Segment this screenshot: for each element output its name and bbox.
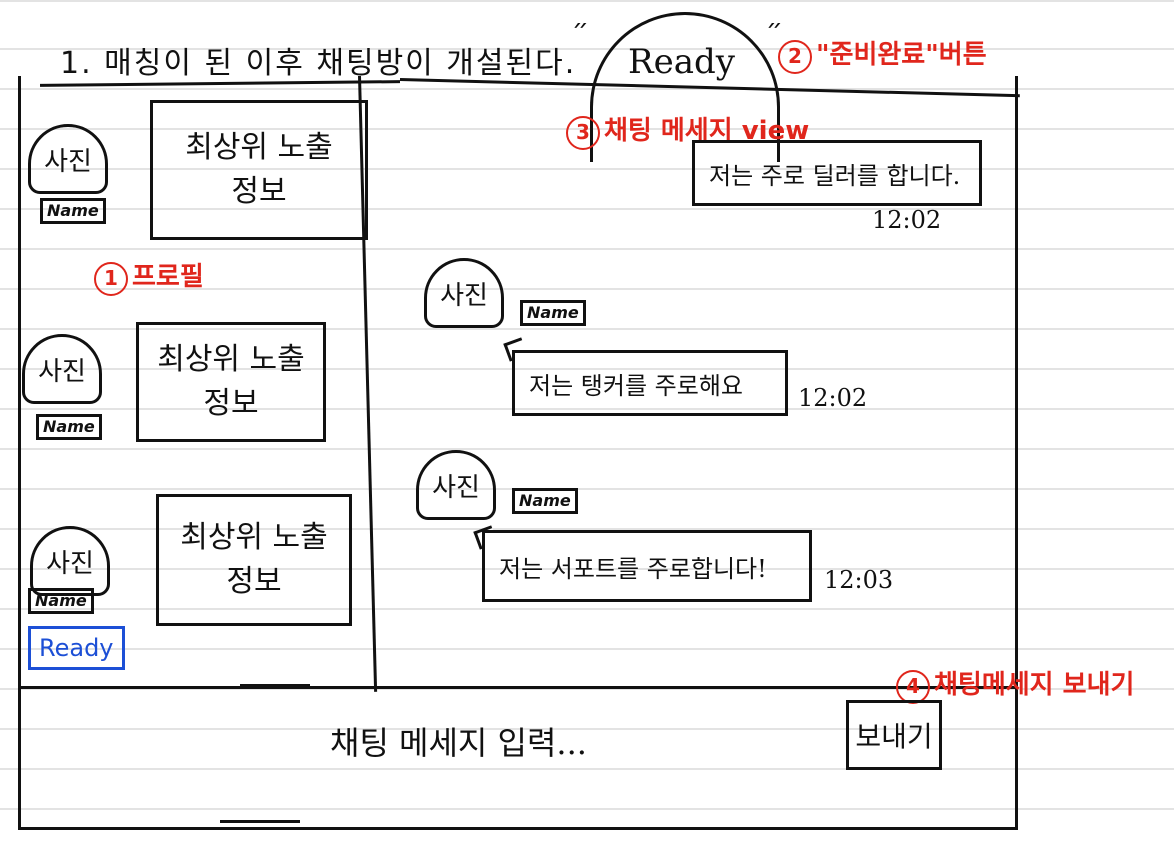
message-time: 12:02 (798, 384, 868, 412)
message-bubble: 저는 주로 딜러를 합니다. (692, 140, 982, 206)
annotation-number: 3 (566, 116, 600, 150)
profile-name: Name (36, 414, 102, 440)
message-bubble: 저는 서포트를 주로합니다! (482, 530, 812, 602)
profile-info-line: 정보 (226, 564, 282, 599)
ready-top-label: Ready (628, 42, 735, 82)
annotation-number: 2 (778, 40, 812, 74)
profile-info-box: 최상위 노출 정보 (136, 322, 326, 442)
annotation-text: 채팅메세지 보내기 (934, 670, 1135, 700)
emphasis-mark: ״ (572, 14, 589, 44)
input-divider (18, 686, 1018, 689)
profile-photo[interactable]: 사진 (28, 124, 108, 194)
divider-arrow (240, 684, 310, 687)
profile-info-box: 최상위 노출 정보 (156, 494, 352, 626)
chat-room-frame (18, 76, 1018, 830)
sender-photo[interactable]: 사진 (424, 258, 504, 328)
input-arrow (220, 820, 300, 823)
sender-name: Name (520, 300, 586, 326)
profile-name: Name (28, 588, 94, 614)
message-bubble: 저는 탱커를 주로해요 (512, 350, 788, 416)
page-title: 1. 매칭이 된 이후 채팅방이 개설된다. (60, 46, 577, 81)
profile-info-line: 최상위 노출 (157, 342, 305, 377)
send-button[interactable]: 보내기 (846, 700, 942, 770)
profile-info-line: 최상위 노출 (185, 130, 333, 165)
annotation-text: 프로필 (132, 262, 204, 292)
annotation-number: 4 (896, 670, 930, 704)
profile-info-line: 최상위 노출 (180, 520, 328, 555)
profile-info-line: 정보 (203, 386, 259, 421)
annotation-number: 1 (94, 262, 128, 296)
message-input[interactable]: 채팅 메세지 입력... (330, 724, 587, 762)
message-time: 12:03 (824, 566, 894, 594)
profile-name: Name (40, 198, 106, 224)
message-time: 12:02 (872, 206, 942, 234)
sender-name: Name (512, 488, 578, 514)
annotation-ready-button: 2"준비완료"버튼 (778, 34, 987, 74)
profile-photo[interactable]: 사진 (22, 334, 102, 404)
profile-info-line: 정보 (231, 174, 287, 209)
profile-info-box: 최상위 노출 정보 (150, 100, 368, 240)
annotation-text: "준비완료"버튼 (816, 40, 987, 70)
emphasis-mark: ״ (766, 14, 783, 44)
ready-button[interactable]: Ready (28, 626, 125, 670)
sender-photo[interactable]: 사진 (416, 450, 496, 520)
profile-photo[interactable]: 사진 (30, 526, 110, 596)
